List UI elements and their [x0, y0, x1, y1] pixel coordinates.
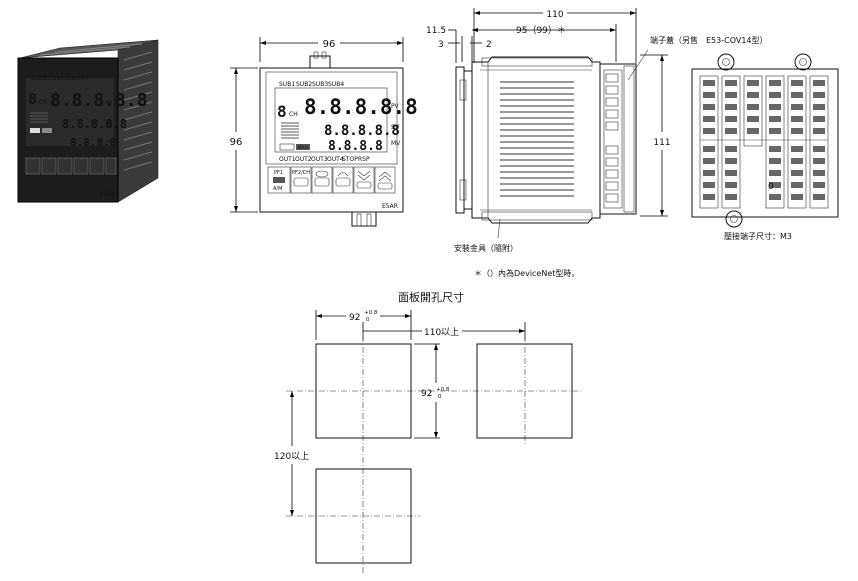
front-pf1-label: PF1	[274, 170, 283, 176]
side-height-111: 111	[653, 138, 670, 148]
front-sub-1: SUB1	[279, 81, 295, 88]
front-mv-label: MV	[391, 140, 401, 147]
photo-ch-digit: 8	[28, 90, 37, 108]
front-width-dim: 96	[323, 39, 336, 50]
cutout-w92-tol-upper: +0.8	[364, 310, 378, 316]
cutout-h92: 92	[421, 389, 432, 399]
panel-cutout: 面板開孔尺寸 92 +0.8 0 110以上 92	[274, 290, 582, 573]
front-man-label: MAN	[298, 145, 308, 151]
mounting-bracket-label: 安裝金具（隨附）	[454, 243, 518, 253]
cutout-w92: 92	[349, 313, 360, 323]
front-stop: STOP	[342, 156, 358, 163]
front-sv-digits: 8.8.8.8.8	[324, 123, 400, 139]
front-height-dim: 96	[230, 137, 243, 148]
cutout-w92-tol-lower: 0	[366, 317, 370, 323]
front-out-3: OUT3	[311, 156, 328, 163]
front-mv-digits: 8.8.8.8	[328, 139, 383, 154]
photo-sub-4: SUB4	[72, 75, 88, 82]
front-am-label: A/M	[273, 186, 282, 192]
front-out-4: OUT4	[327, 156, 344, 163]
front-sv-label: SV	[391, 124, 400, 131]
product-photo: SUB1 SUB2 SUB3 SUB4 8 CH 8.8.8.8.8 8.8.8…	[17, 39, 159, 203]
devicenet-note: ＊（）內為DeviceNet型時。	[474, 268, 579, 278]
rear-view: 0 壓接端子尺寸：M3	[691, 53, 839, 241]
front-pf1-key	[267, 166, 291, 194]
side-dim-3: 3	[438, 40, 444, 50]
photo-sub-2: SUB2	[44, 75, 60, 82]
side-view: 110 11.5 95（99）＊ 3 2 111	[426, 8, 768, 278]
side-depth-110: 110	[546, 10, 563, 20]
photo-mv-digits: 8.8.8.8	[70, 136, 116, 149]
terminal-cover-label: 端子蓋（另售 E53-COV14型）	[650, 35, 768, 45]
front-rsp: RSP	[358, 156, 370, 163]
photo-sv-label: SV	[106, 122, 113, 128]
side-dim-95: 95（99）＊	[516, 25, 566, 36]
cutout-h92-tol-upper: +0.8	[436, 387, 450, 393]
front-sub-3: SUB3	[312, 81, 328, 88]
front-ch-label: CH	[289, 111, 298, 118]
photo-pv-digits: 8.8.8.8.8	[50, 90, 148, 111]
cutout-pitch-v: 120以上	[274, 451, 309, 462]
photo-sv-digits: 8.8.8.8.8	[62, 117, 127, 131]
side-dim-11-5: 11.5	[426, 26, 446, 36]
cutout-pitch-h: 110以上	[424, 327, 459, 338]
photo-sub-3: SUB3	[58, 75, 74, 82]
rear-zero: 0	[768, 182, 774, 192]
front-pf2-label: PF2/CH	[292, 170, 310, 176]
front-pv-digits: 8.8.8.8.8	[304, 95, 418, 119]
front-model: E5AR	[382, 203, 398, 210]
photo-model: E5AR	[100, 191, 116, 198]
photo-ch-label: CH	[38, 99, 47, 106]
front-ch-digit: 8	[277, 102, 287, 121]
front-pv-label: PV	[391, 103, 400, 110]
photo-mv-label: MV	[106, 139, 114, 145]
photo-sub-1: SUB1	[30, 75, 46, 82]
front-sub-2: SUB2	[296, 81, 312, 88]
front-view: 96 96 SUB1 SUB2 SUB3 SUB4 8 CH 8.8.8.8.8…	[230, 37, 418, 227]
photo-pv-label: PV	[106, 100, 113, 106]
cutout-title: 面板開孔尺寸	[398, 290, 464, 304]
side-dim-2: 2	[486, 40, 492, 50]
front-out-1: OUT1	[279, 156, 296, 163]
cutout-h92-tol-lower: 0	[438, 394, 442, 400]
front-sub-4: SUB4	[328, 81, 344, 88]
terminal-screw-label: 壓接端子尺寸：M3	[724, 231, 792, 241]
front-out-2: OUT2	[295, 156, 312, 163]
